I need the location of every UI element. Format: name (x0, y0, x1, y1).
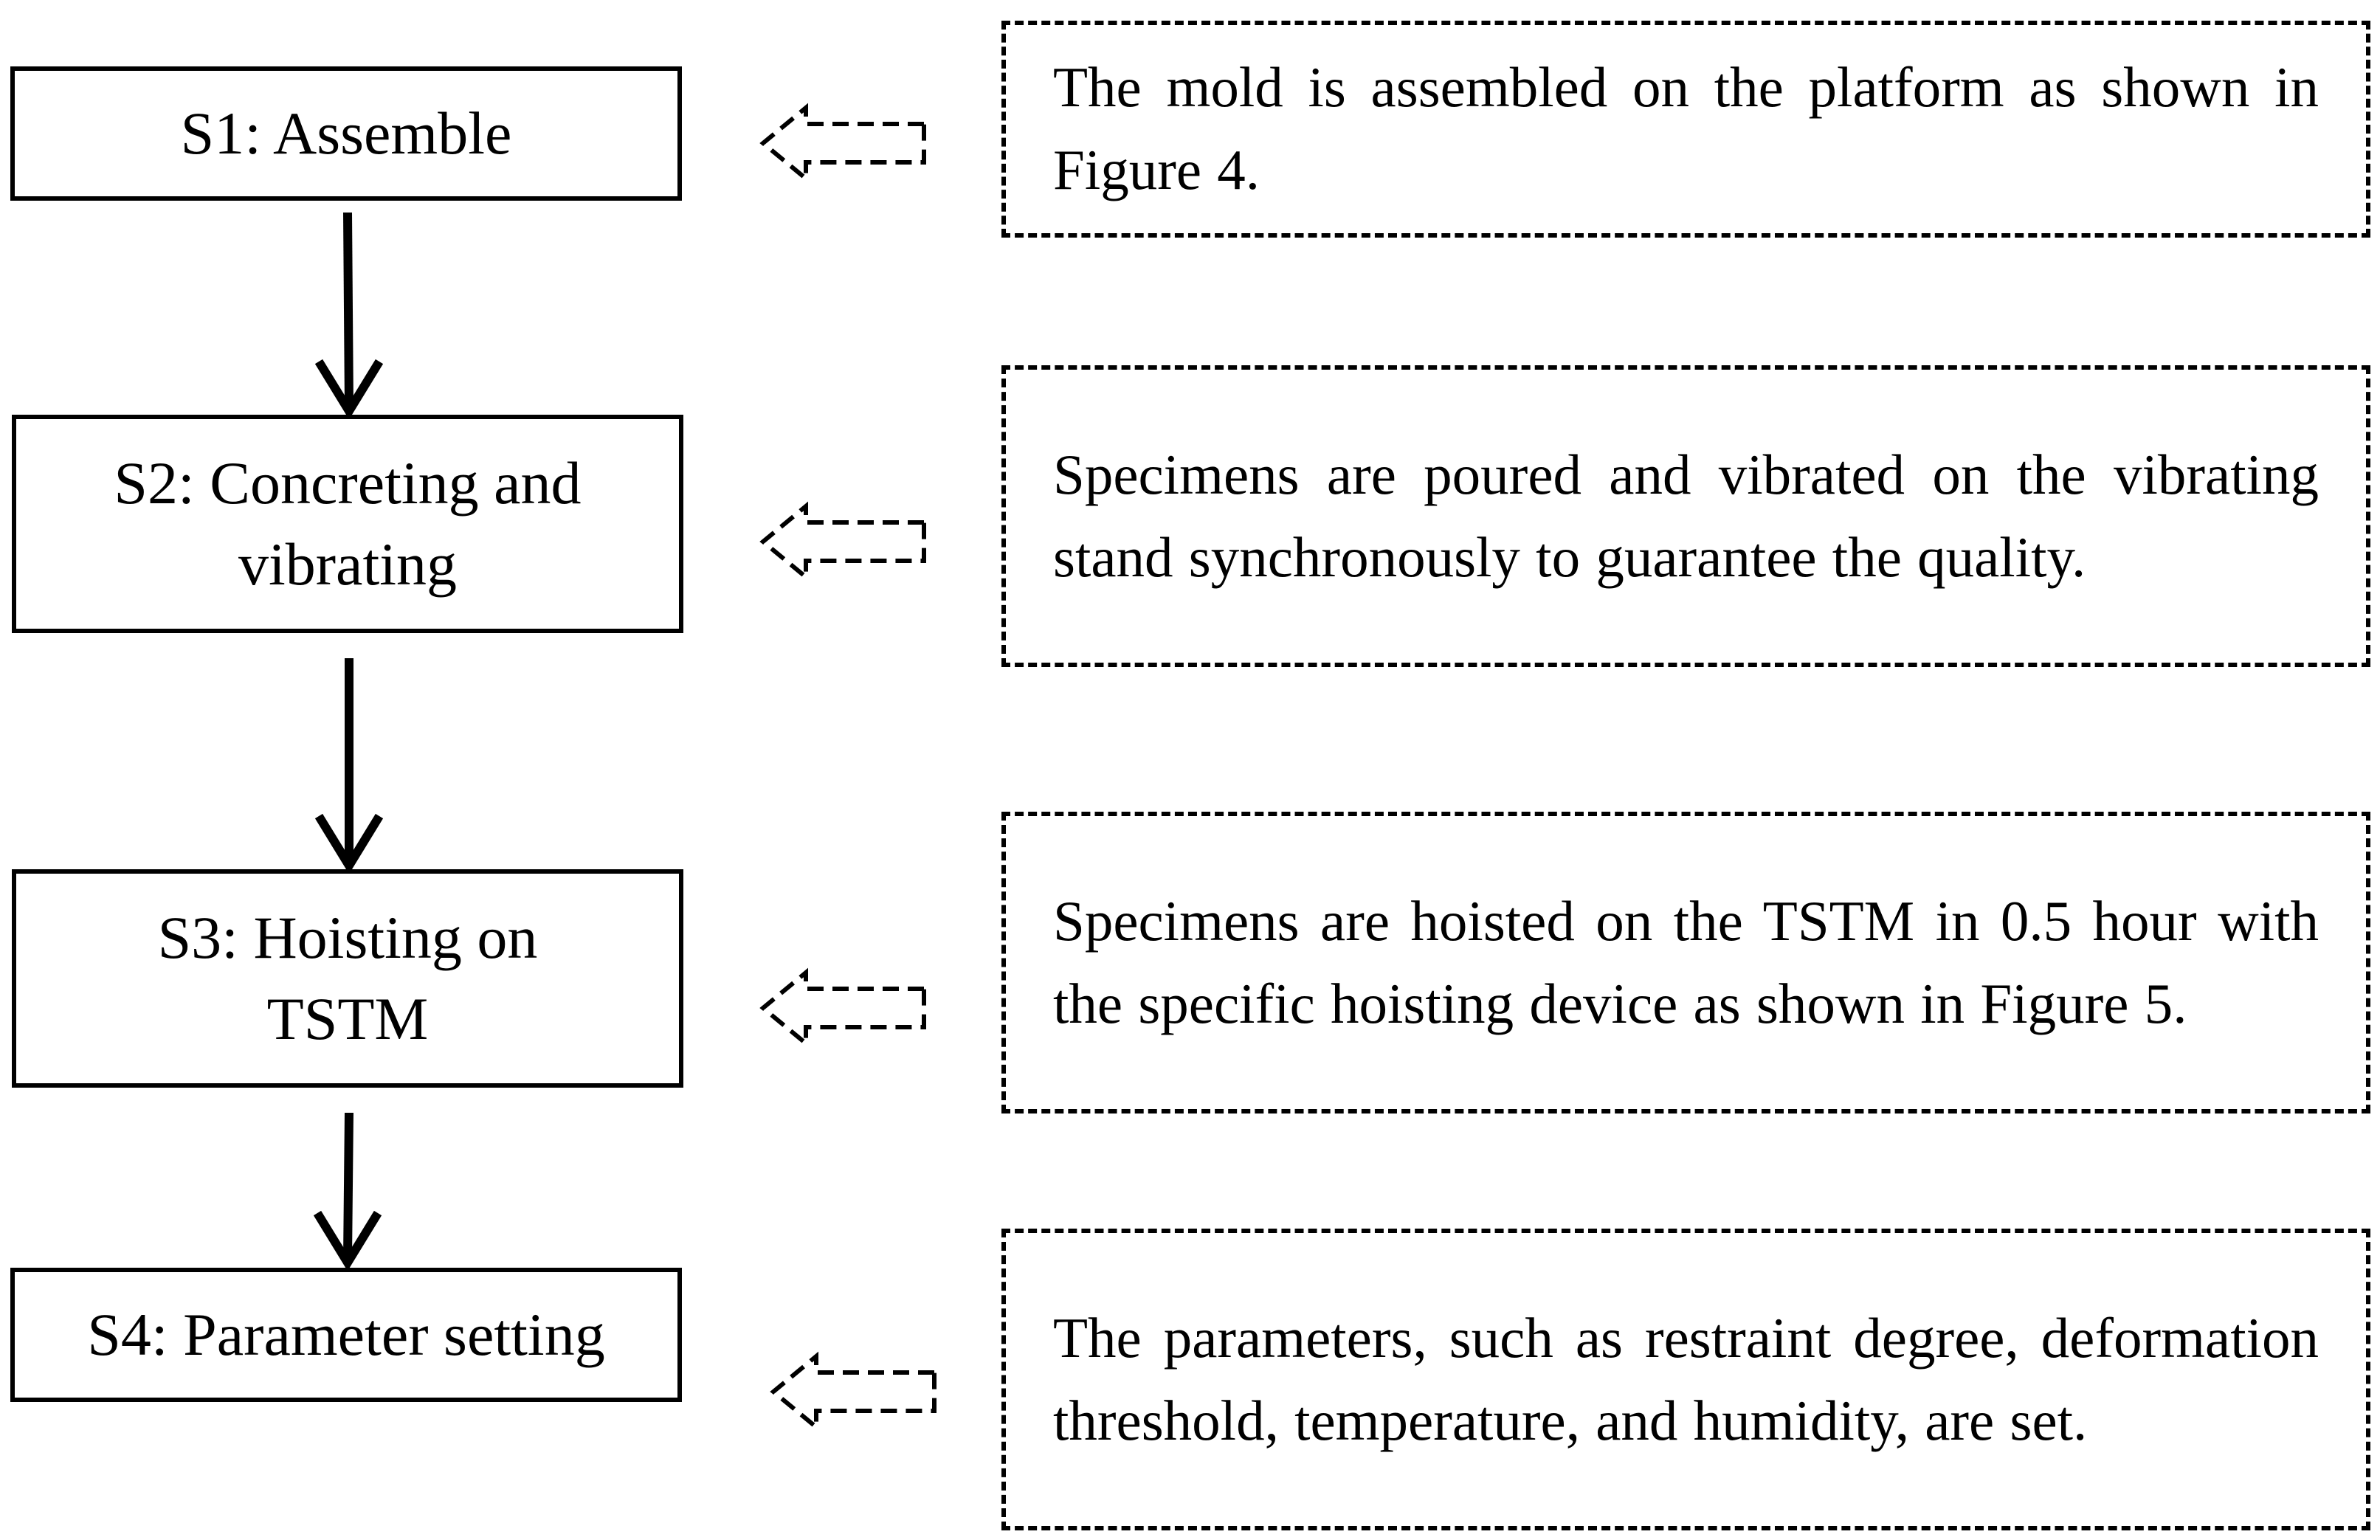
step-label-s1: S1: Assemble (180, 100, 512, 168)
dashed-arrow-d2-s2 (759, 501, 926, 582)
description-text-s1: The mold is assembled on the platform as… (1053, 55, 2319, 201)
description-box-s3: Specimens are hoisted on the TSTM in 0.5… (1001, 812, 2370, 1113)
flow-arrow-s2-s3 (314, 658, 384, 874)
dashed-arrow-d1-s1 (759, 103, 926, 184)
dashed-arrow-d4-s4 (770, 1351, 937, 1432)
description-text-s3: Specimens are hoisted on the TSTM in 0.5… (1053, 888, 2319, 1035)
flow-arrow-s3-s4 (313, 1112, 382, 1271)
step-box-s3: S3: Hoisting on TSTM (12, 869, 683, 1088)
dashed-arrow-d3-s3 (759, 967, 926, 1049)
step-label-s3: S3: Hoisting on TSTM (157, 904, 538, 1052)
step-label-s4: S4: Parameter setting (87, 1301, 605, 1369)
step-label-s2: S2: Concreting and vibrating (114, 449, 582, 598)
step-box-s2: S2: Concreting and vibrating (12, 415, 683, 633)
flow-arrow-s1-s2 (314, 212, 384, 420)
step-box-s4: S4: Parameter setting (10, 1268, 682, 1402)
description-box-s2: Specimens are poured and vibrated on the… (1001, 365, 2370, 667)
description-text-s4: The parameters, such as restraint degree… (1053, 1305, 2319, 1452)
description-text-s2: Specimens are poured and vibrated on the… (1053, 442, 2319, 589)
description-box-s4: The parameters, such as restraint degree… (1001, 1229, 2370, 1530)
description-box-s1: The mold is assembled on the platform as… (1001, 21, 2370, 238)
step-box-s1: S1: Assemble (10, 66, 682, 201)
